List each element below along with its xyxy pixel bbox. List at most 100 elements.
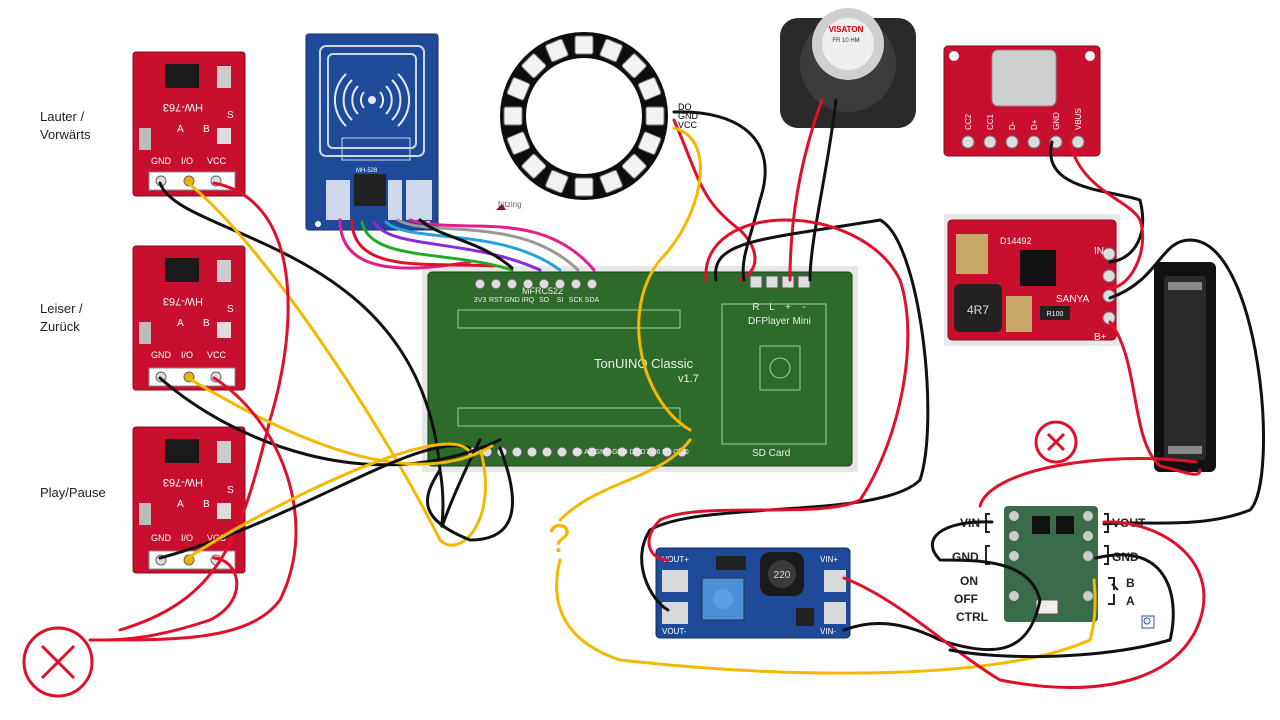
- speaker-pin: [781, 275, 795, 289]
- led-pixel: [506, 131, 531, 155]
- usbc-pin: [1027, 135, 1041, 149]
- power-switch-module: VIN GND ON OFF CTRL VOUT GND B A: [952, 506, 1155, 629]
- svg-text:GND: GND: [151, 533, 172, 543]
- svg-text:IN-: IN-: [1094, 246, 1107, 257]
- speaker: VISATON FR 10 HM: [780, 8, 916, 128]
- label-play-pause: Play/Pause: [40, 484, 106, 502]
- mfrc-pin: [522, 278, 534, 290]
- svg-text:VCC: VCC: [207, 350, 227, 360]
- bottom-pin-labels: A6 A7 GND GND D8 D7 D6 D5 GND: [574, 449, 689, 456]
- header-pin: [511, 446, 523, 458]
- usbc-pin-label: D+: [1030, 119, 1039, 130]
- touch-button-play-pause: HW-763 A B S GND I/O VCC: [132, 426, 246, 574]
- usbc-pin: [1005, 135, 1019, 149]
- speaker-pin-label: L: [769, 302, 775, 313]
- led-pixel: [545, 169, 569, 194]
- led-pixel: [503, 106, 523, 126]
- mfrc-pin: [506, 278, 518, 290]
- svg-text:4R7: 4R7: [967, 303, 989, 317]
- led-pixel: [621, 153, 647, 179]
- mfrc-pin-label: IRQ: [522, 297, 535, 304]
- led-pixel: [621, 53, 647, 79]
- ring-pin-vcc: VCC: [678, 120, 698, 130]
- usbc-pin-label: GND: [1052, 112, 1061, 130]
- svg-text:MFRC522: MFRC522: [522, 286, 563, 296]
- svg-text:VIN-: VIN-: [820, 627, 836, 636]
- usbc-pin: [1049, 135, 1063, 149]
- label-line-2: Zurück: [40, 319, 80, 334]
- led-pixel: [599, 169, 623, 194]
- svg-text:VOUT+: VOUT+: [662, 555, 689, 564]
- speaker-pin-label: -: [802, 302, 805, 313]
- led-ring: DO GND VCC: [500, 32, 699, 200]
- svg-text:A: A: [1126, 594, 1135, 608]
- mfrc-pin-label: SCK: [569, 297, 584, 304]
- svg-text:ON: ON: [960, 574, 978, 588]
- header-pin: [601, 446, 613, 458]
- mfrc-pin: [538, 278, 550, 290]
- usbc-pin-label: CC2: [964, 113, 973, 130]
- speaker-pin: [749, 275, 763, 289]
- svg-text:I/O: I/O: [181, 350, 193, 360]
- label-line-2: Vorwärts: [40, 127, 91, 142]
- svg-text:S: S: [227, 110, 234, 121]
- label-line-1: Lauter /: [40, 109, 85, 124]
- fritzing-watermark: fritzing: [498, 200, 522, 209]
- usbc-pin-label: VBUS: [1074, 108, 1083, 130]
- led-pixel: [521, 153, 547, 179]
- usbc-pin: [983, 135, 997, 149]
- usbc-pin: [961, 135, 975, 149]
- led-pixel: [637, 131, 662, 155]
- svg-text:DFPlayer Mini: DFPlayer Mini: [748, 316, 811, 327]
- svg-text:OFF: OFF: [954, 592, 978, 606]
- svg-text:B: B: [203, 124, 210, 135]
- mfrc-pin: [554, 278, 566, 290]
- header-pin: [556, 446, 568, 458]
- header-pin: [646, 446, 658, 458]
- battery-holder: [1154, 262, 1216, 472]
- header-pin: [661, 446, 673, 458]
- chip-label: HW-763: [163, 476, 203, 488]
- svg-text:VISATON: VISATON: [829, 25, 864, 34]
- svg-text:GND: GND: [151, 350, 172, 360]
- led-pixel: [574, 35, 594, 55]
- led-pixel: [645, 106, 665, 126]
- led-pixel: [574, 177, 594, 197]
- mfrc-pin: [586, 278, 598, 290]
- usbc-pin-label: CC1: [986, 113, 995, 130]
- mfrc-pin: [570, 278, 582, 290]
- usbc-pin: [1071, 135, 1085, 149]
- svg-text:B: B: [203, 499, 210, 510]
- svg-text:S: S: [227, 304, 234, 315]
- question-mark-annotation: ?: [548, 517, 570, 561]
- label-volume-down: Leiser / Zurück: [40, 300, 83, 336]
- led-pixel: [521, 53, 547, 79]
- label-line-1: Leiser /: [40, 301, 83, 316]
- led-pixel: [506, 77, 531, 101]
- svg-text:FR 10 HM: FR 10 HM: [832, 38, 859, 44]
- chip-label: HW-763: [163, 101, 203, 113]
- svg-text:B+: B+: [1094, 332, 1107, 343]
- svg-text:R100: R100: [1047, 311, 1064, 318]
- led-pixel: [545, 38, 569, 63]
- mfrc-pin-label: 3V3: [474, 297, 487, 304]
- header-pin: [631, 446, 643, 458]
- mfrc-pin-label: GND: [504, 297, 520, 304]
- svg-text:VCC: VCC: [207, 156, 227, 166]
- mfrc-pin-label: RST: [489, 297, 504, 304]
- touch-button-volume-down: HW-763 A B S GND I/O VCC: [132, 245, 246, 391]
- rfid-reader-module: MH-528: [305, 33, 439, 231]
- mfrc-pin-label: SI: [557, 297, 564, 304]
- label-line-1: Play/Pause: [40, 485, 106, 500]
- led-pixel: [637, 77, 662, 101]
- svg-text:D14492: D14492: [1000, 236, 1032, 246]
- svg-text:VIN+: VIN+: [820, 555, 838, 564]
- mfrc-pin: [474, 278, 486, 290]
- header-pin: [586, 446, 598, 458]
- svg-text:CTRL: CTRL: [956, 610, 988, 624]
- rfid-wave-icon: [333, 73, 411, 127]
- svg-text:B: B: [203, 318, 210, 329]
- svg-text:A: A: [177, 499, 184, 510]
- header-pin: [526, 446, 538, 458]
- ring-pin-do: DO: [678, 102, 692, 112]
